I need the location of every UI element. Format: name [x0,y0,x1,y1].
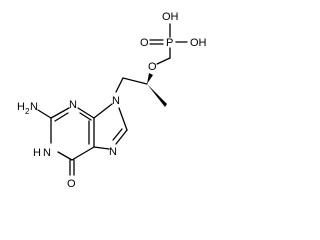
label-n3: N [69,99,77,111]
bond-o-ch2p [156,57,171,65]
bond-c6-n1 [57,151,73,161]
label-n1: N [43,147,51,159]
bond-c2-n3-double [54,112,69,122]
molecule-structure: OH OH O P O H 2 N N N H N N O [17,11,207,190]
label-oh-top: OH [162,11,179,23]
wedge-bond-ch-ch3 [147,84,167,107]
bond-n3-c4-double [79,112,92,121]
label-nh2-h: H [17,101,25,113]
wedge-bond-ch-o [147,73,153,84]
side-chain [115,23,188,107]
label-nh2-sub: 2 [25,107,30,116]
label-oh-right: OH [190,37,207,49]
bond-c5-c6 [71,146,95,161]
bond-c2-n3 [50,107,70,119]
label-hn1-h: H [33,147,41,159]
bond-n7-c5 [93,146,110,150]
bond-c8-n7 [115,129,128,145]
bond-n9-c8 [118,107,128,131]
label-p: P [166,37,173,49]
bond-n9-ch2 [115,77,124,93]
label-n7: N [109,146,117,158]
label-o6: O [67,178,76,190]
label-o-phosphoryl: O [140,37,149,49]
bond-c4-n9 [93,103,113,119]
label-n9: N [112,95,120,107]
label-nh2-n: N [30,101,38,113]
label-o-ether: O [148,61,157,73]
bond-c2-nh2 [37,109,52,119]
purine-six-membered-ring [50,107,95,161]
bond-c8-n7-double [112,128,123,141]
bond-n3-c4 [77,107,95,119]
purine-five-membered-ring [93,103,128,150]
bond-ch2-ch [122,77,148,85]
